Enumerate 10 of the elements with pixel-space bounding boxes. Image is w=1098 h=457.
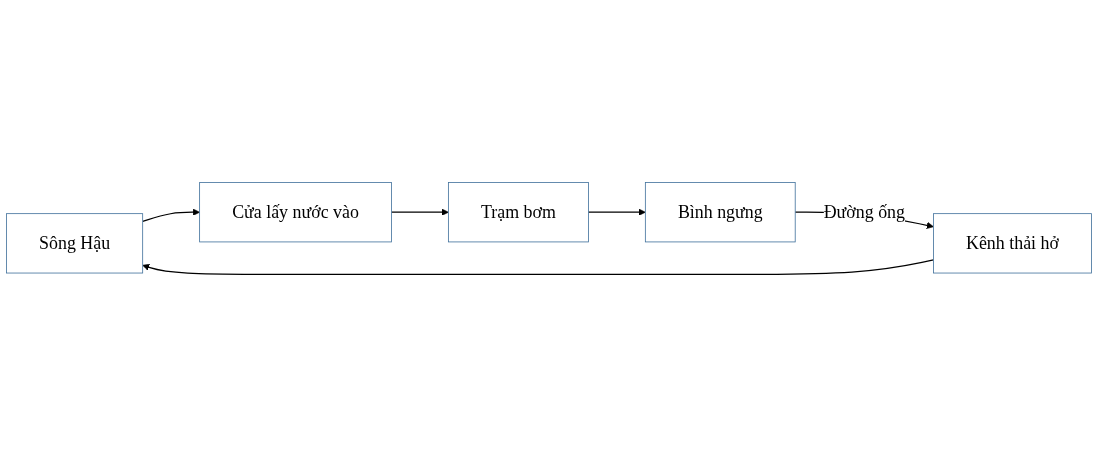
arrow bbox=[142, 259, 935, 276]
node-box: Sông Hậu bbox=[6, 213, 144, 274]
node-box: Kênh thải hở bbox=[933, 213, 1092, 274]
node-box: Cửa lấy nước vào bbox=[199, 182, 392, 243]
arrow bbox=[390, 208, 449, 216]
arrow bbox=[142, 208, 200, 222]
node-box: Bình ngưng bbox=[644, 182, 796, 243]
edge-label: Đường ống bbox=[823, 202, 905, 223]
arrow bbox=[587, 208, 646, 216]
node-box: Trạm bơm bbox=[448, 182, 589, 243]
